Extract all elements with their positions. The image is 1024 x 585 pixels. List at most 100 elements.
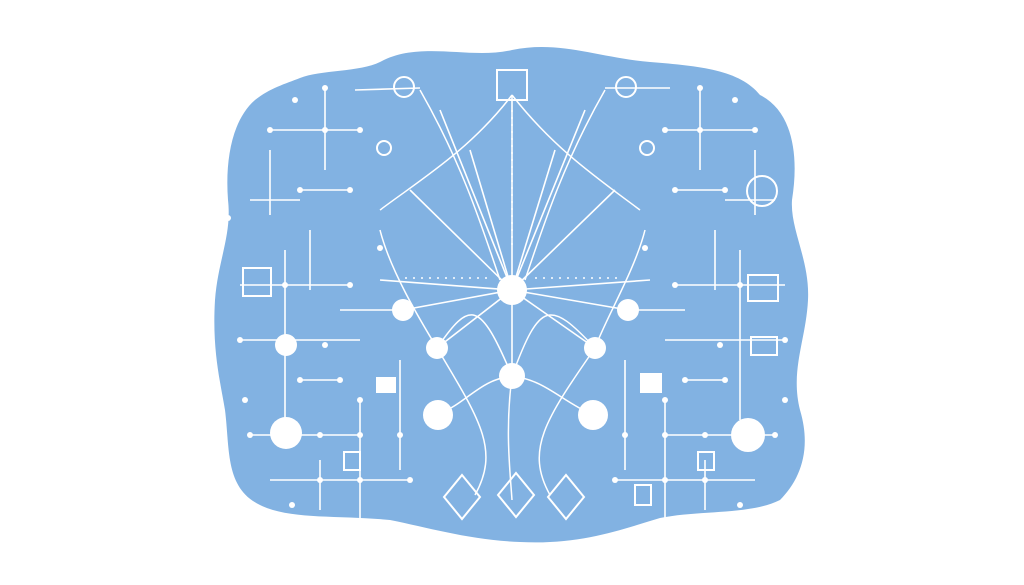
junction-dot <box>752 127 758 133</box>
junction-dot <box>737 502 743 508</box>
lightbulb-icon <box>617 299 639 321</box>
node-center <box>499 363 525 389</box>
network-nodes <box>225 69 805 521</box>
junction-dot <box>225 215 231 221</box>
connection-line <box>402 289 513 311</box>
target-icon <box>578 400 608 430</box>
junction-dot <box>702 477 708 483</box>
connection-line <box>511 109 586 291</box>
junction-dot <box>267 127 273 133</box>
junction-dot <box>322 127 328 133</box>
junction-dot <box>662 397 668 403</box>
book-icon <box>747 274 779 302</box>
junction-dot <box>397 432 403 438</box>
target-icon <box>746 175 778 207</box>
target-icon <box>615 76 637 98</box>
connection-curve <box>379 229 438 349</box>
connection-line <box>511 189 616 291</box>
polyhedron-icon <box>442 473 482 521</box>
connection-lines <box>240 87 785 520</box>
junction-dot <box>289 502 295 508</box>
cube-icon <box>496 69 528 101</box>
target-icon <box>423 400 453 430</box>
junction-dot <box>347 282 353 288</box>
junction-dot <box>282 282 288 288</box>
document-icon <box>634 484 652 506</box>
connection-line <box>511 149 556 291</box>
junction-dot <box>347 187 353 193</box>
connection-line <box>439 109 513 291</box>
junction-dot <box>662 127 668 133</box>
junction-dot <box>642 245 648 251</box>
junction-dot <box>612 477 618 483</box>
target-icon <box>731 418 765 452</box>
junction-dot <box>377 245 383 251</box>
node-left <box>426 337 448 359</box>
junction-dot <box>782 397 788 403</box>
document-icon <box>697 451 715 471</box>
junction-dot <box>662 477 668 483</box>
junction-dot <box>737 282 743 288</box>
connection-curve <box>379 94 513 211</box>
connection-line <box>511 289 596 349</box>
connection-curve <box>511 94 641 211</box>
connection-line <box>354 87 421 91</box>
lightbulb-icon <box>392 299 414 321</box>
node-right <box>584 337 606 359</box>
junction-dot <box>772 432 778 438</box>
junction-dot <box>317 477 323 483</box>
junction-dot <box>672 187 678 193</box>
document-icon <box>376 377 396 393</box>
junction-dot <box>662 432 668 438</box>
target-icon <box>270 417 302 449</box>
connection-line <box>511 279 651 291</box>
junction-dot <box>322 85 328 91</box>
junction-dot <box>317 432 323 438</box>
connection-curve <box>419 89 501 281</box>
document-icon <box>275 334 297 356</box>
connection-curve <box>436 314 513 377</box>
junction-dot <box>357 127 363 133</box>
connection-curve <box>524 89 606 281</box>
junction-dot <box>799 215 805 221</box>
junction-dot <box>357 397 363 403</box>
connection-curve <box>436 347 487 496</box>
junction-dot <box>237 337 243 343</box>
junction-dot <box>672 282 678 288</box>
connection-line <box>436 289 513 349</box>
hub-ring <box>501 279 523 301</box>
junction-dot <box>702 432 708 438</box>
user-card-icon <box>640 373 662 393</box>
connection-curve <box>507 375 513 501</box>
connection-curve <box>538 347 596 496</box>
junction-dot <box>722 377 728 383</box>
junction-dot <box>697 85 703 91</box>
document-icon <box>750 336 778 356</box>
connection-line <box>469 149 513 291</box>
polyhedron-icon <box>496 471 536 519</box>
junction-dot <box>407 477 413 483</box>
connection-curve <box>511 314 596 377</box>
connection-line <box>409 189 513 291</box>
junction-dot <box>357 477 363 483</box>
connection-line <box>379 279 513 291</box>
pin-icon <box>639 140 655 156</box>
junction-dot <box>297 377 303 383</box>
junction-dot <box>682 377 688 383</box>
junction-dot <box>697 127 703 133</box>
junction-dot <box>242 397 248 403</box>
document-icon <box>343 451 361 471</box>
junction-dot <box>297 187 303 193</box>
junction-dot <box>782 337 788 343</box>
junction-dot <box>247 432 253 438</box>
junction-dot <box>732 97 738 103</box>
junction-dot <box>722 187 728 193</box>
envelope-icon <box>242 267 272 297</box>
polyhedron-icon <box>546 473 586 521</box>
junction-dot <box>622 432 628 438</box>
junction-dot <box>337 377 343 383</box>
target-icon <box>393 76 415 98</box>
connection-line <box>511 289 629 311</box>
pin-icon <box>376 140 392 156</box>
